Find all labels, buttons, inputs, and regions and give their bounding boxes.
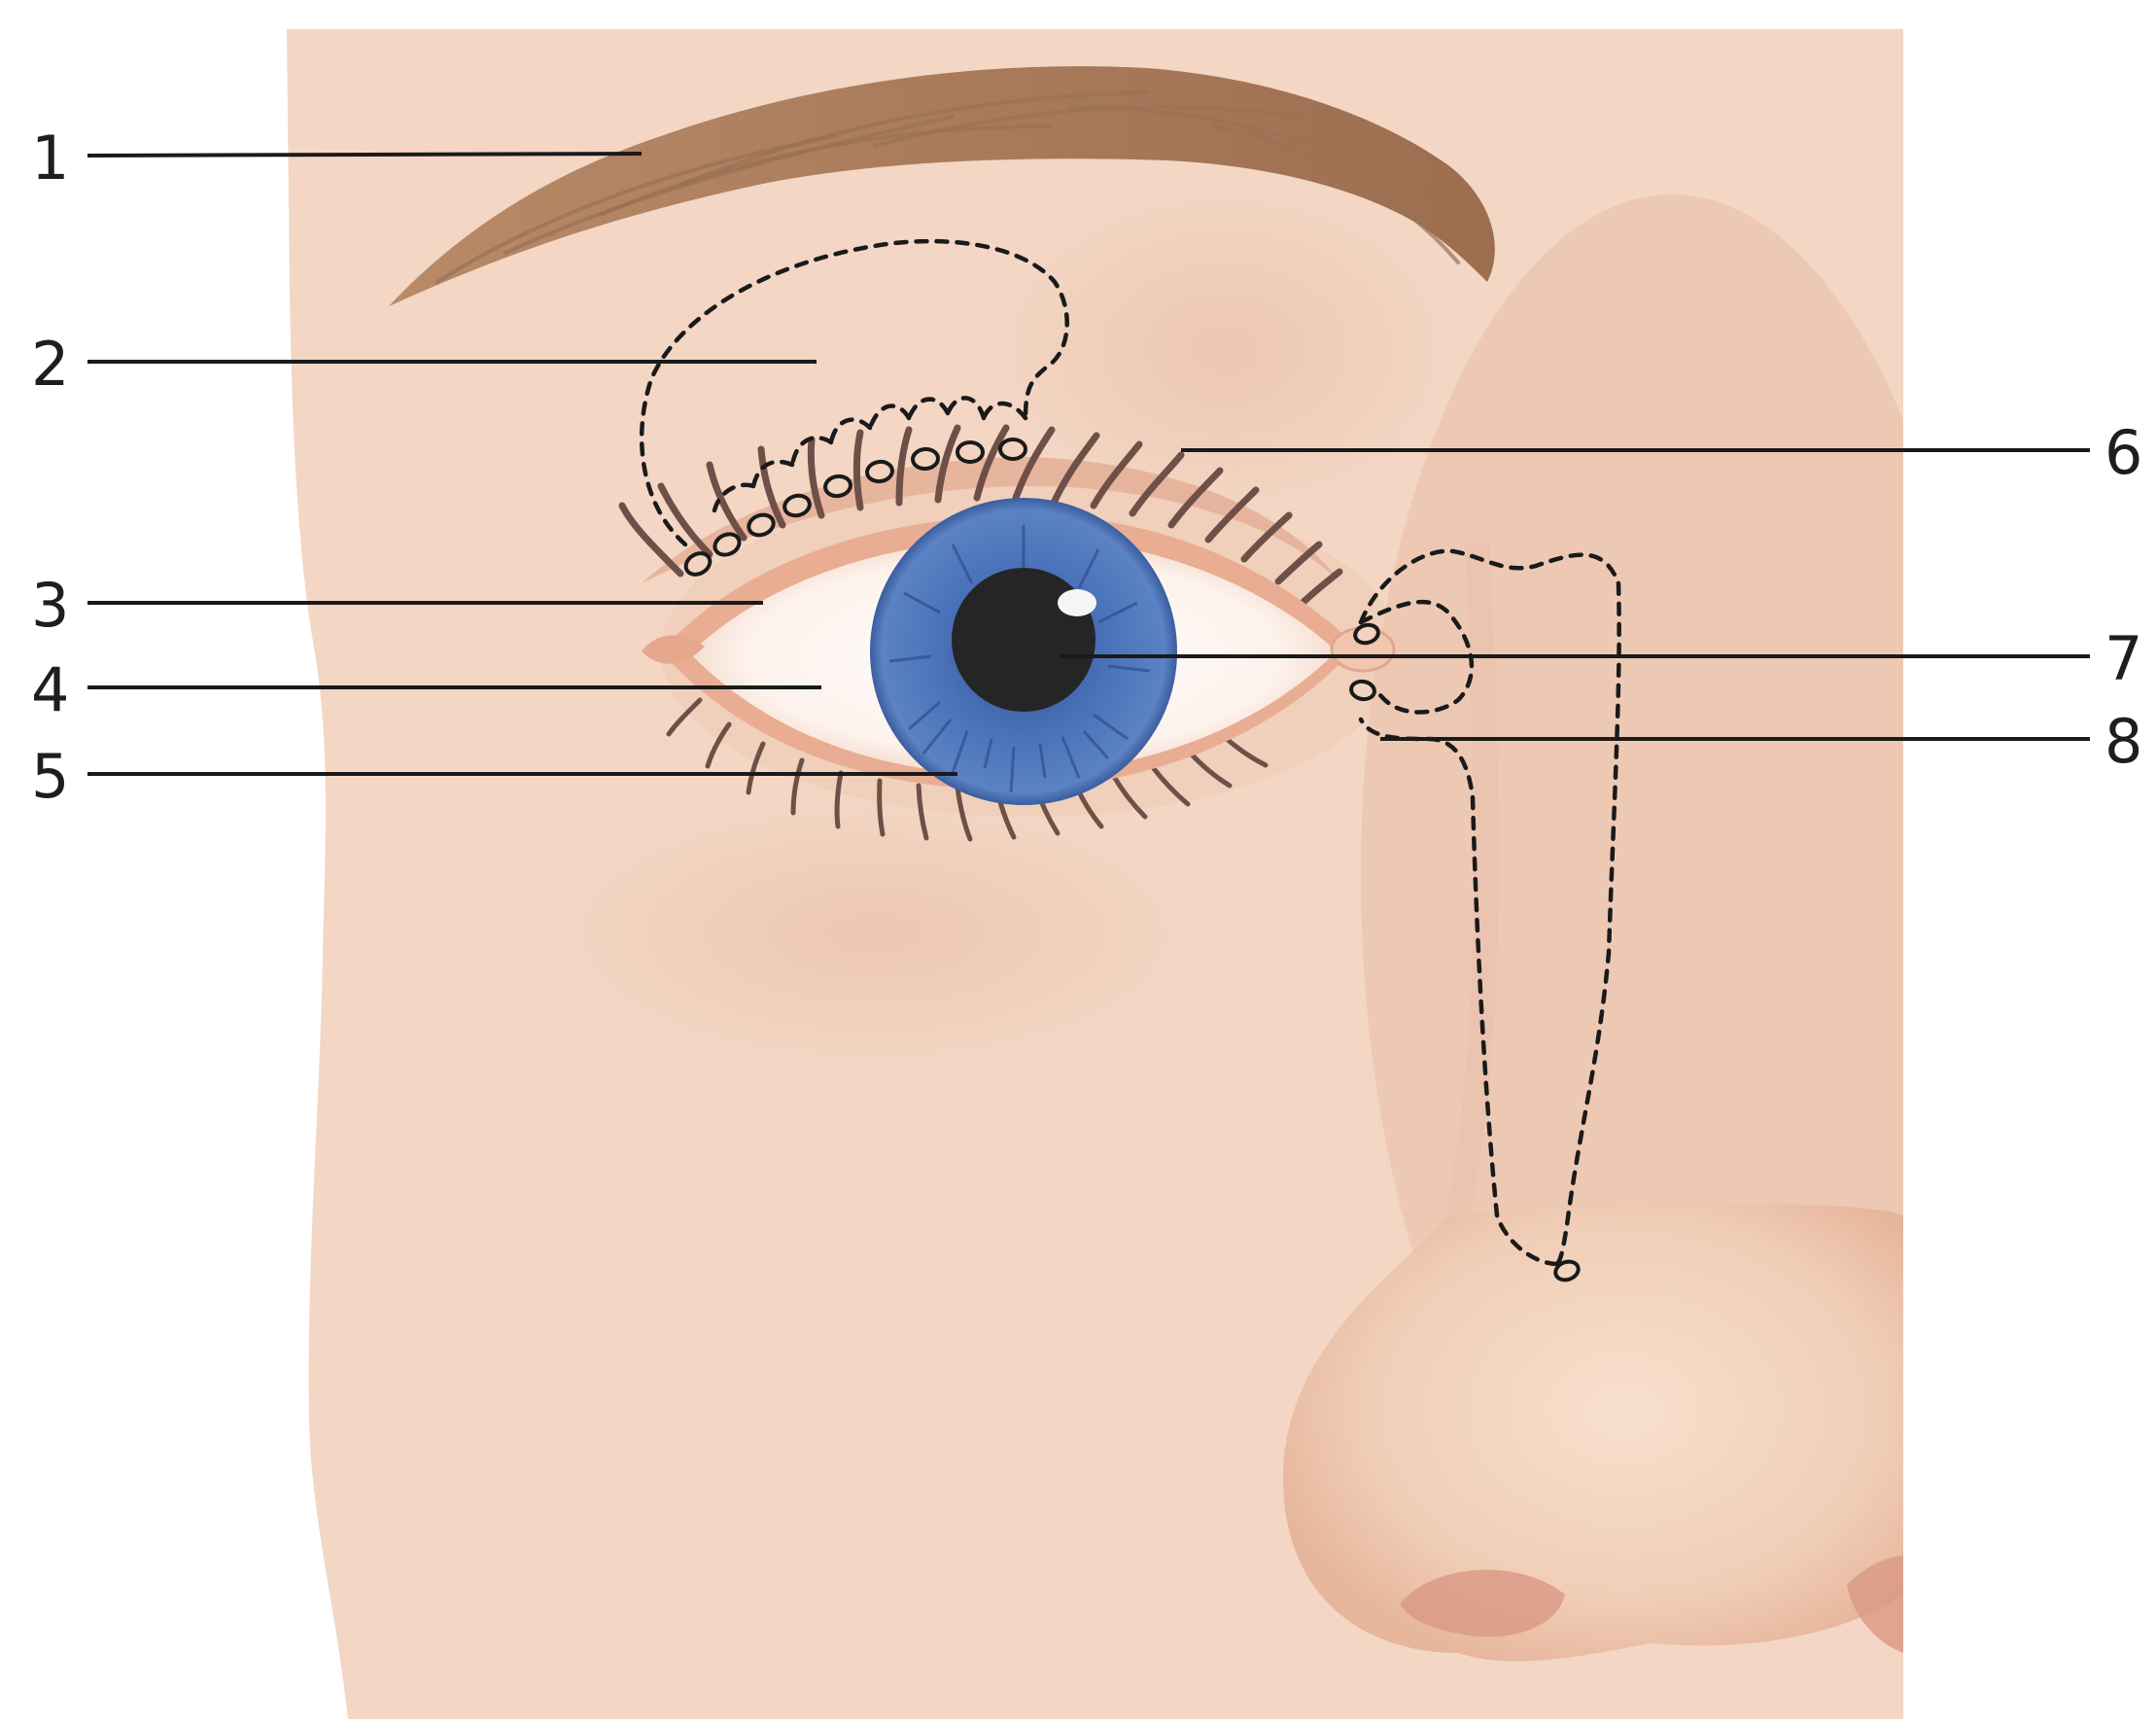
label-1: 1 xyxy=(31,123,69,193)
face-skin xyxy=(272,19,1983,1719)
pupil-highlight xyxy=(1058,589,1096,616)
label-8: 8 xyxy=(2104,706,2142,777)
label-4: 4 xyxy=(31,654,69,725)
label-2: 2 xyxy=(31,329,69,400)
label-7: 7 xyxy=(2104,623,2142,694)
label-3: 3 xyxy=(31,570,69,641)
leader-1 xyxy=(87,154,642,156)
label-6: 6 xyxy=(2104,417,2142,488)
label-5: 5 xyxy=(31,741,69,812)
